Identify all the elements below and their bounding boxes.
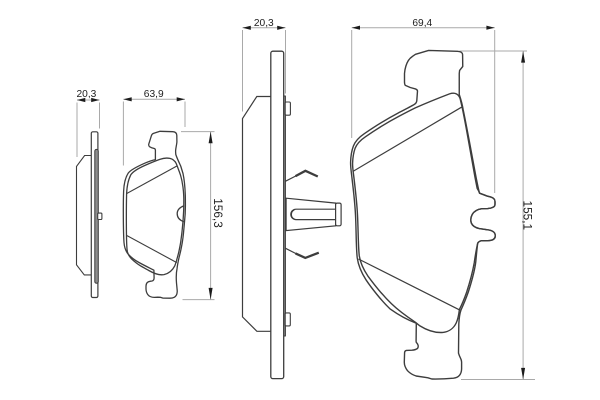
svg-text:63,9: 63,9 bbox=[144, 89, 164, 100]
svg-text:156,3: 156,3 bbox=[211, 198, 225, 228]
svg-text:155,1: 155,1 bbox=[521, 201, 535, 231]
svg-text:69,4: 69,4 bbox=[412, 18, 432, 29]
svg-text:20,3: 20,3 bbox=[76, 89, 96, 100]
svg-text:20,3: 20,3 bbox=[254, 18, 274, 29]
